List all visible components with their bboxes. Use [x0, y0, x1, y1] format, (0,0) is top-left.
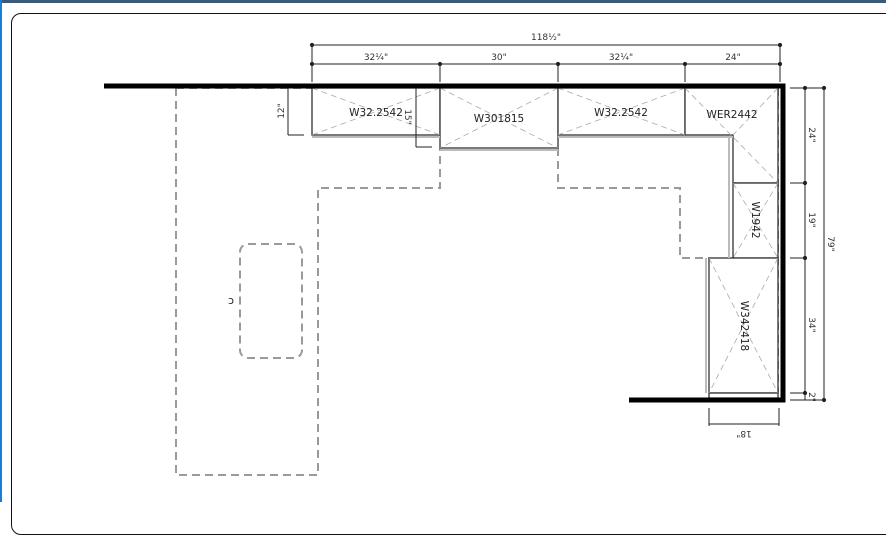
dimension-label: 24" [725, 53, 741, 63]
dimension-label: 2" [806, 392, 816, 402]
dimension-label: 19" [806, 212, 816, 228]
dimension-label: 18" [736, 428, 752, 438]
sink [239, 243, 303, 359]
window-left-border [0, 0, 2, 502]
cabinet-label: WER2442 [706, 109, 757, 121]
dimension-label: 34" [806, 317, 816, 333]
countertop-outline [175, 88, 441, 476]
dimension-overall-width: 118½" [531, 33, 561, 43]
floor-plan: ɔ W32.2542 W301815 W32.2542 WER2442 W194… [104, 33, 835, 476]
cabinet-label: W301815 [474, 113, 524, 125]
faucet-icon: ɔ [228, 294, 234, 307]
dimension-label: 32¼" [609, 53, 633, 63]
dimension-overall-depth: 79" [825, 236, 835, 252]
dimension-label: 15" [402, 109, 412, 125]
cabinet-label: W1942 [749, 201, 761, 238]
cabinet-label: W32.2542 [594, 107, 648, 119]
filler-panel [708, 392, 779, 399]
dimension-label: 24" [806, 127, 816, 143]
cabinet-label: W342418 [738, 301, 750, 351]
walls [104, 83, 786, 403]
window-top-bar [0, 0, 886, 3]
dimension-label: 30" [491, 53, 507, 63]
dimension-label: 32¼" [364, 53, 388, 63]
dimension-label: 12" [277, 103, 287, 119]
countertop-outline-right [557, 148, 709, 259]
cabinet-label: W32.2542 [349, 107, 403, 119]
